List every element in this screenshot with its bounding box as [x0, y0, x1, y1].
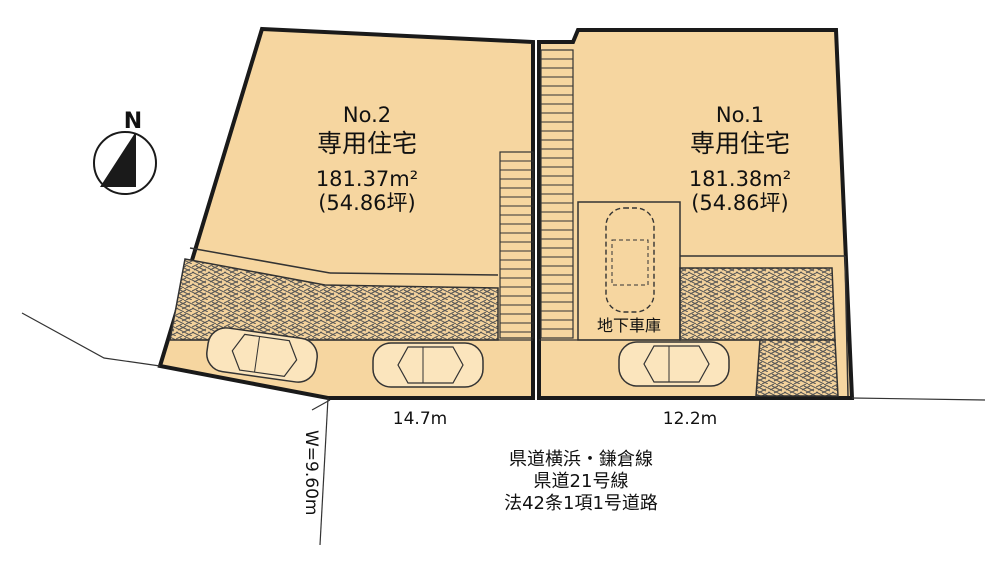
north-label: N: [124, 109, 142, 134]
lot-2-usage: 専用住宅: [317, 129, 417, 158]
car-lot1: [618, 341, 730, 387]
lot-1-area-tsubo: (54.86坪): [691, 191, 789, 215]
stair-steps: [500, 160, 533, 333]
paved-areas: [169, 247, 849, 397]
road-number: 県道21号線: [534, 471, 629, 492]
lot-1-area-m2: 181.38m²: [689, 167, 791, 191]
lot-2-number: No.2: [343, 103, 391, 127]
lot-1-usage: 専用住宅: [690, 129, 790, 158]
road-classification: 法42条1項1号道路: [504, 493, 658, 514]
car-lot2-right: [372, 342, 484, 388]
garage-label: 地下車庫: [597, 316, 661, 335]
road-lines: [21, 312, 986, 546]
car-underground: [605, 207, 655, 313]
frontage-lot-1: 12.2m: [663, 409, 717, 429]
frontage-lot-2: 14.7m: [393, 409, 447, 429]
road-width: W=9.60m: [301, 430, 321, 515]
lot-2-area-m2: 181.37m²: [316, 167, 418, 191]
road-name: 県道横浜・鎌倉線: [509, 449, 653, 470]
stair-steps: [541, 58, 573, 330]
lot-1-number: No.1: [716, 103, 764, 127]
lot-2-area-tsubo: (54.86坪): [318, 191, 416, 215]
north-arrow-icon: [93, 131, 157, 195]
car-lot2-left: [206, 327, 318, 383]
